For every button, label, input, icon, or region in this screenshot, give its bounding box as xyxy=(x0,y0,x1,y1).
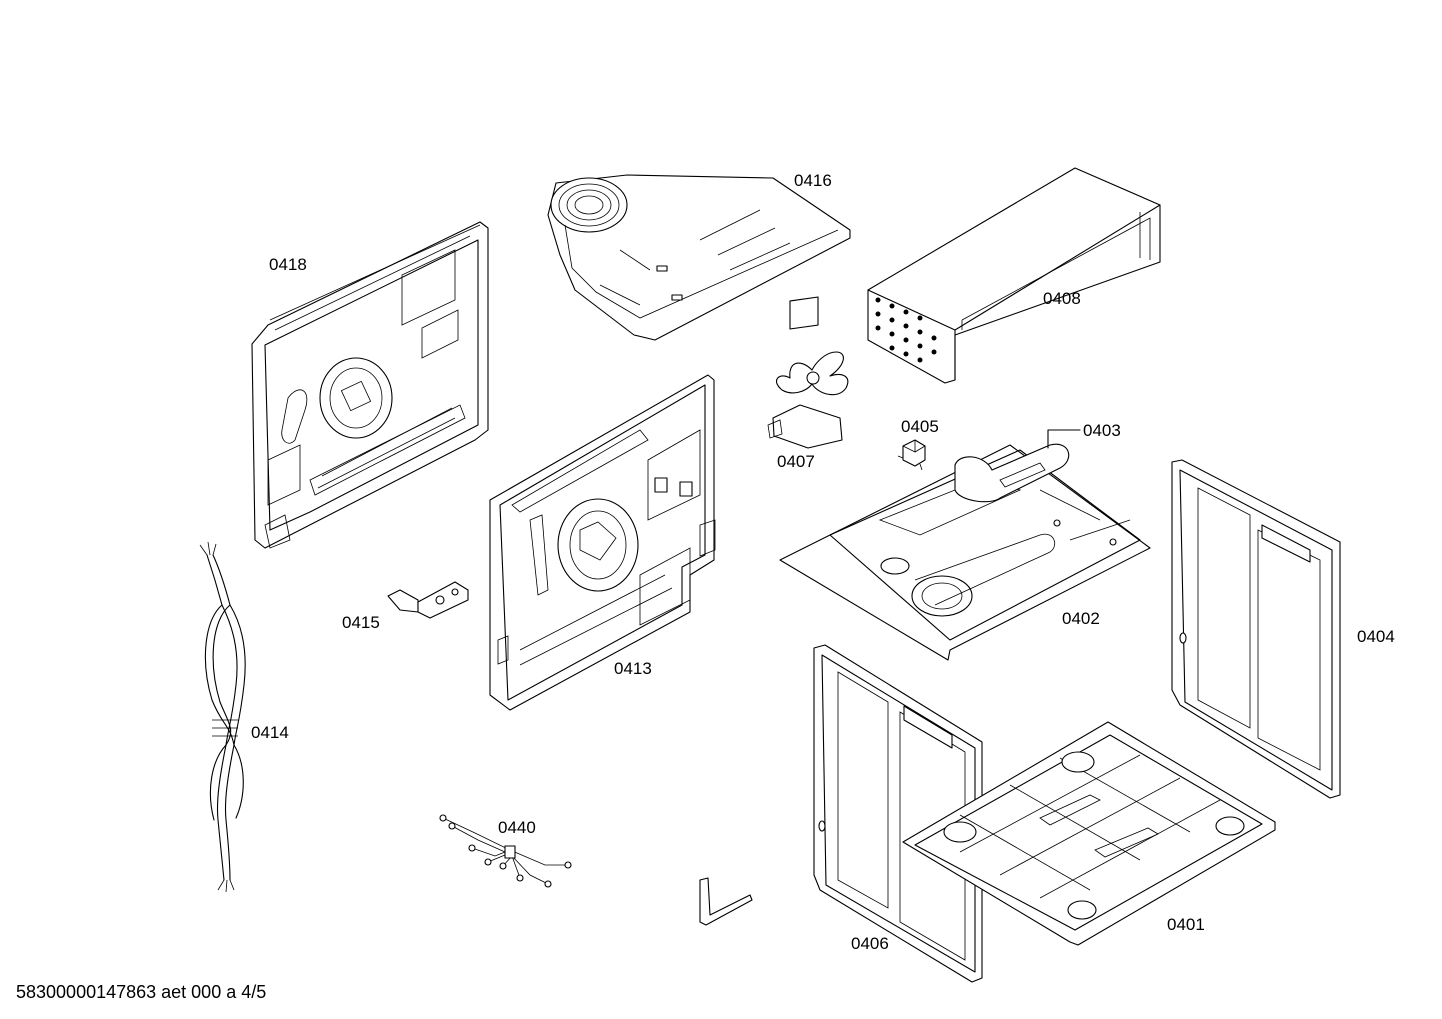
wiring-harness-part xyxy=(439,814,572,888)
label-0408: 0408 xyxy=(1043,289,1081,308)
power-cord-part xyxy=(199,541,246,893)
angle-bracket-part xyxy=(699,877,753,926)
label-0402: 0402 xyxy=(1062,609,1100,628)
rear-wall-part xyxy=(489,374,716,711)
label-0404: 0404 xyxy=(1357,627,1395,646)
label-0415: 0415 xyxy=(342,613,380,632)
rear-cover-panel-part xyxy=(251,221,489,549)
label-0405: 0405 xyxy=(901,417,939,436)
label-0418: 0418 xyxy=(269,255,307,274)
bracket-lead-part xyxy=(954,429,1081,503)
switch-part xyxy=(387,581,469,619)
right-side-panel-part xyxy=(1171,459,1341,799)
label-0406: 0406 xyxy=(851,934,889,953)
label-0403: 0403 xyxy=(1083,421,1121,440)
fan-motor-part xyxy=(767,296,849,449)
fan-housing-part xyxy=(547,174,851,341)
label-0414: 0414 xyxy=(251,723,289,742)
label-0416: 0416 xyxy=(794,171,832,190)
label-0413: 0413 xyxy=(614,659,652,678)
label-0401: 0401 xyxy=(1167,915,1205,934)
sensor-clip-part xyxy=(897,439,926,471)
top-panel-part xyxy=(779,444,1151,661)
left-side-panel-part xyxy=(813,644,983,983)
bottom-tray-part xyxy=(902,721,1276,946)
label-0407: 0407 xyxy=(777,452,815,471)
label-0440: 0440 xyxy=(498,818,536,837)
top-channel-part xyxy=(867,167,1161,384)
document-code: 58300000147863 aet 000 a 4/5 xyxy=(16,982,267,1002)
